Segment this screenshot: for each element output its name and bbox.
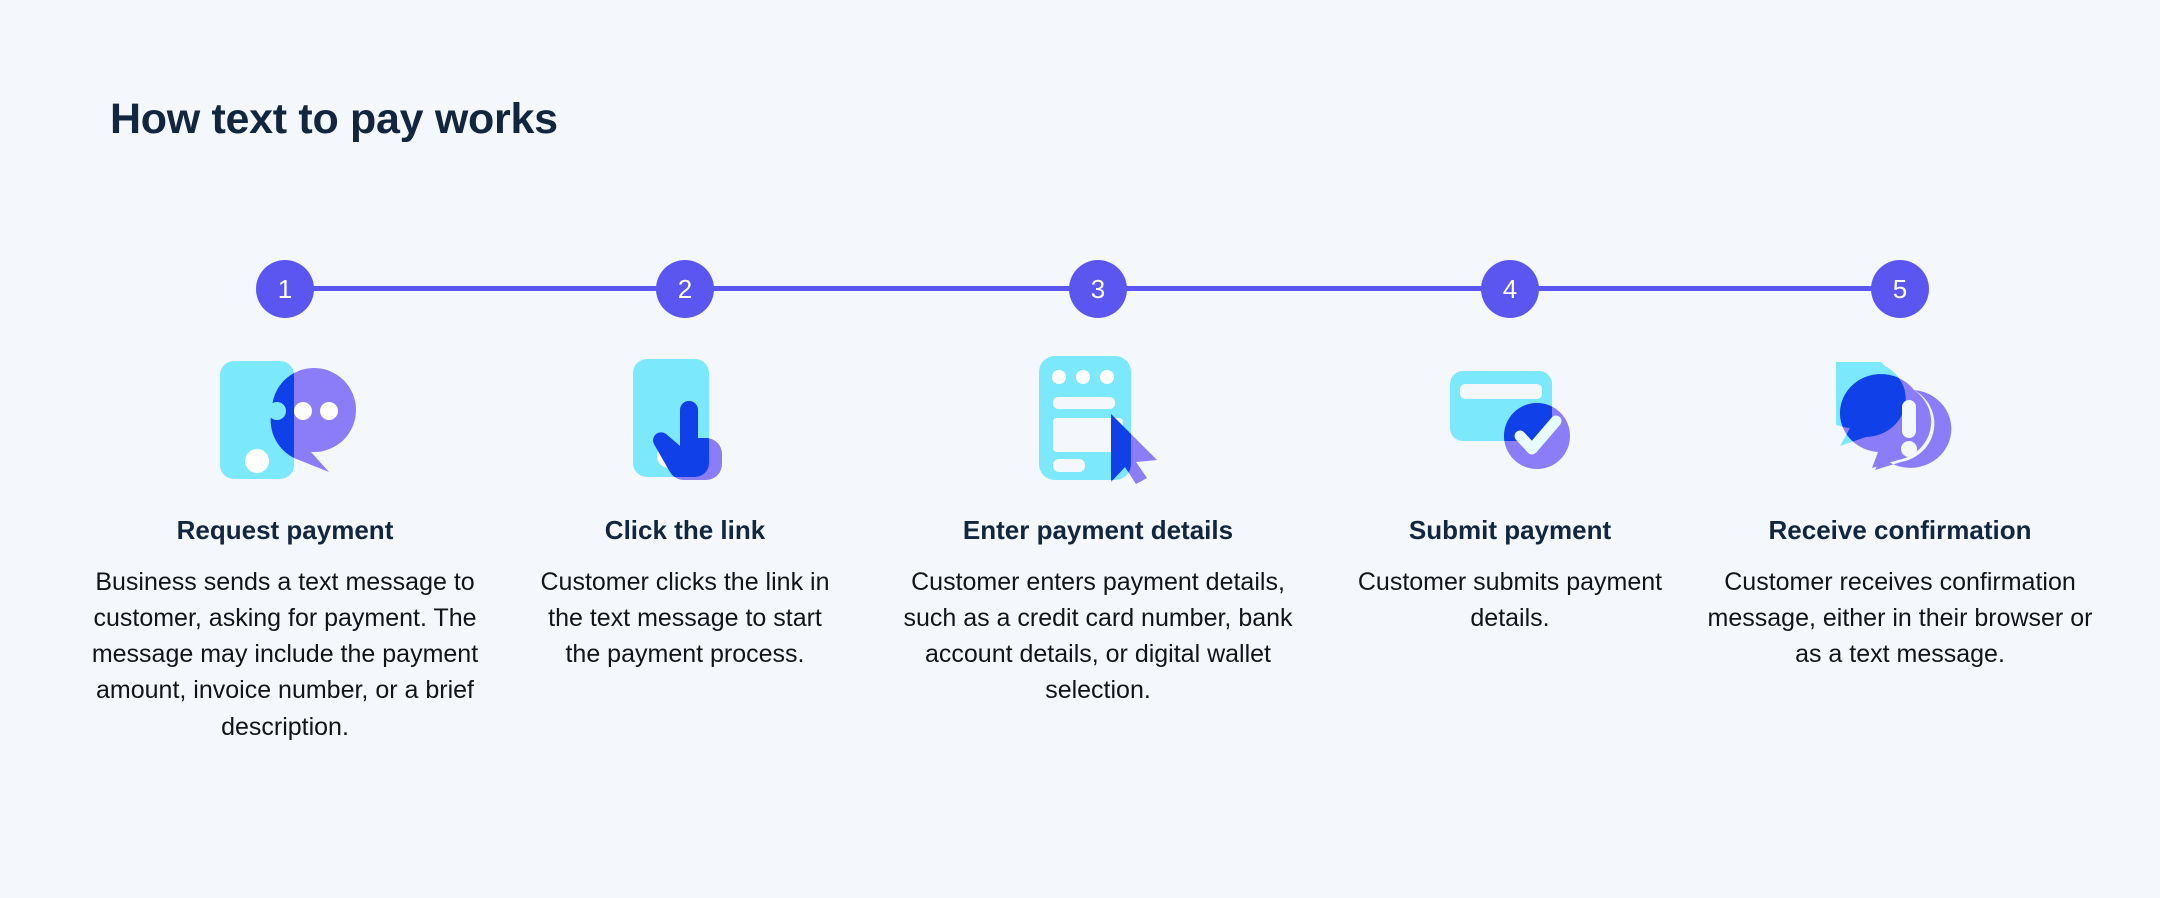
- phone-tap-hand-icon: [633, 359, 722, 481]
- timeline-node-5[interactable]: 5: [1871, 260, 1929, 318]
- step-3-body: Customer enters payment details, such as…: [903, 567, 1293, 705]
- step-column-2: Click the link Customer clicks the link …: [475, 348, 895, 672]
- timeline-node-1[interactable]: 1: [256, 260, 314, 318]
- step-column-4: Submit payment Customer submits payment …: [1300, 348, 1720, 636]
- step-column-3: Enter payment details Customer enters pa…: [888, 348, 1308, 709]
- step-1-icon-wrap: [214, 348, 356, 488]
- step-4-icon-wrap: [1446, 348, 1574, 488]
- credit-card-check-icon: [1450, 371, 1570, 469]
- step-4-heading: Submit payment: [1408, 515, 1612, 545]
- step-2-body: Customer clicks the link in the text mes…: [540, 567, 830, 669]
- step-column-1: Request payment Business sends a text me…: [75, 348, 495, 745]
- page-title: How text to pay works: [110, 95, 558, 143]
- step-3-icon-wrap: [1033, 348, 1163, 488]
- payment-form-cursor-icon: [1039, 356, 1157, 484]
- step-4-body: Customer submits payment details.: [1357, 567, 1663, 632]
- timeline-node-4[interactable]: 4: [1481, 260, 1539, 318]
- chat-bubbles-alert-icon: [1836, 362, 1952, 470]
- step-2-heading: Click the link: [604, 515, 766, 545]
- step-2-icon-wrap: [625, 348, 745, 488]
- timeline: 1 2 3 4 5: [0, 248, 2160, 328]
- step-1-body: Business sends a text message to custome…: [91, 567, 479, 741]
- step-3-heading: Enter payment details: [962, 515, 1234, 545]
- step-column-5: Receive confirmation Customer receives c…: [1690, 348, 2110, 672]
- phone-message-bubble-icon: [220, 361, 356, 479]
- timeline-node-3[interactable]: 3: [1069, 260, 1127, 318]
- step-5-body: Customer receives confirmation message, …: [1707, 567, 2093, 669]
- step-5-heading: Receive confirmation: [1768, 515, 2032, 545]
- step-1-heading: Request payment: [176, 515, 394, 545]
- timeline-node-2[interactable]: 2: [656, 260, 714, 318]
- step-5-icon-wrap: [1836, 348, 1964, 488]
